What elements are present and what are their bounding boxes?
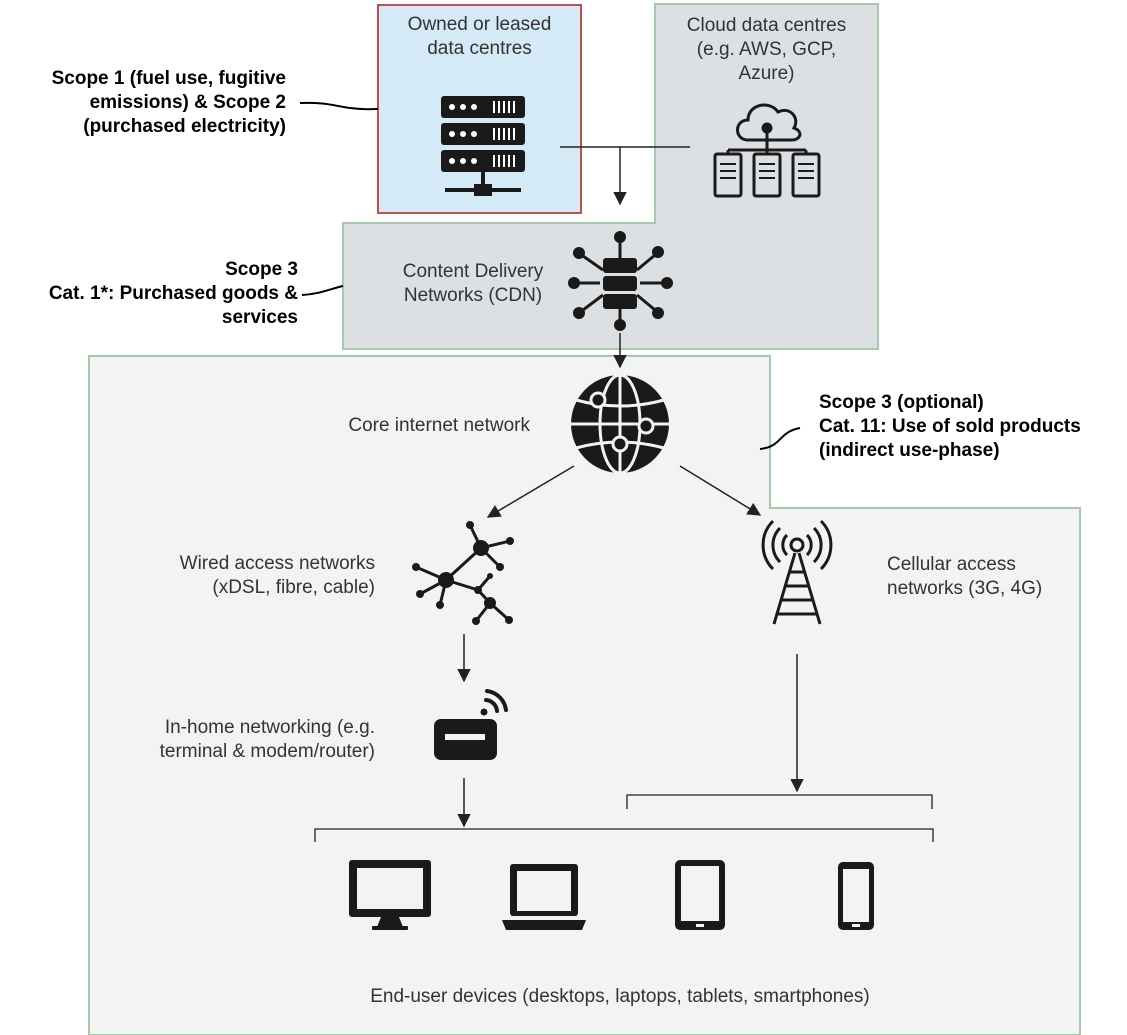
end-user-devices-label: End-user devices (desktops, laptops, tab…	[370, 986, 870, 1007]
smartphone-icon	[838, 862, 874, 930]
cloud-servers-icon	[713, 103, 821, 198]
wired-access-label: Wired access networks(xDSL, fibre, cable…	[179, 553, 375, 598]
scope12-connector	[299, 101, 379, 111]
cell-tower-icon	[761, 519, 833, 625]
globe-network-icon	[571, 373, 669, 475]
mesh-network-icon	[412, 521, 514, 625]
devices-bracket	[314, 828, 934, 842]
inhome-networking-label: In-home networking (e.g.terminal & modem…	[159, 717, 375, 762]
desktop-monitor-icon	[349, 860, 431, 930]
cdn-hub-icon	[568, 231, 673, 331]
scope3-cat11-connector	[759, 427, 801, 450]
scope3-cat11-annotation: Scope 3 (optional)Cat. 11: Use of sold p…	[819, 392, 1081, 461]
scope3-cat1-connector	[301, 285, 344, 296]
cellular-bracket	[626, 794, 933, 809]
cloud-cdn-region	[342, 3, 879, 350]
network-region	[88, 355, 1081, 1035]
server-rack-icon	[441, 96, 525, 196]
cloud-datacentre-label: Cloud data centres(e.g. AWS, GCP,Azure)	[686, 15, 847, 84]
core-network-label: Core internet network	[348, 415, 530, 436]
tablet-icon	[675, 860, 725, 930]
arrow-to-wired	[486, 465, 575, 518]
wifi-router-icon	[434, 689, 508, 760]
laptop-icon	[502, 864, 586, 930]
arrow-to-cellular	[679, 465, 762, 516]
